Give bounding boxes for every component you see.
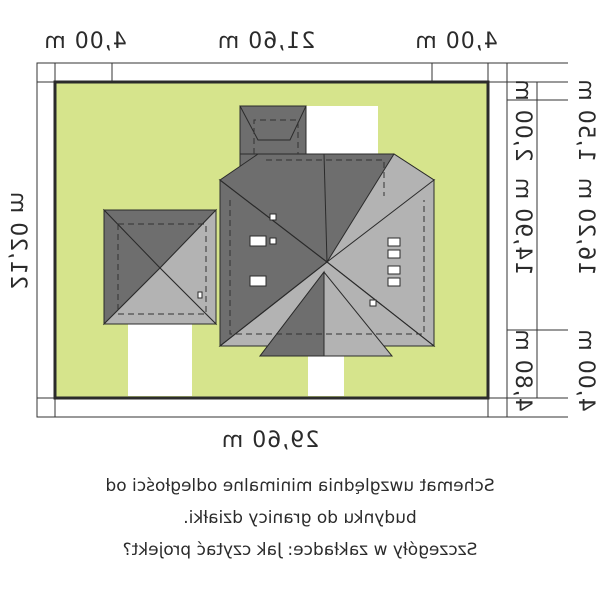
dim-right-inner-top: 2,00 m	[510, 78, 535, 161]
entrance-path	[308, 352, 344, 396]
wall-outline-dashed	[117, 119, 425, 335]
dim-top-middle: 21,60 m	[217, 29, 315, 54]
skylights	[197, 213, 401, 307]
note-line-3: Szczegóły w zakładce: Jak czytać projekt…	[122, 540, 478, 560]
garage-driveway	[128, 322, 192, 396]
dimension-labels: 4,00 m 21,60 m 4,00 m 29,60 m 21,20 m 2,…	[5, 29, 598, 453]
dim-left: 21,20 m	[5, 191, 30, 289]
dim-right-inner-bottom: 4,80 m	[510, 328, 535, 411]
dim-bottom: 29,60 m	[221, 428, 319, 453]
terrace	[306, 106, 378, 154]
dim-right-outer-top: 1,50 m	[573, 78, 598, 161]
main-roof	[218, 105, 436, 357]
garage-roof	[102, 208, 218, 326]
note-line-2: budynku do granicy działki.	[183, 508, 417, 528]
dim-top-right: 4,00 m	[414, 29, 497, 54]
note-line-1: Schemat uwzględnia minimalne odległości …	[105, 476, 495, 496]
dim-top-left: 4,00 m	[43, 29, 126, 54]
dim-right-outer-bottom: 4,00 m	[573, 328, 598, 411]
dim-right-inner-middle: 14,90 m	[510, 177, 535, 275]
dim-right-outer-middle: 16,20 m	[573, 177, 598, 275]
